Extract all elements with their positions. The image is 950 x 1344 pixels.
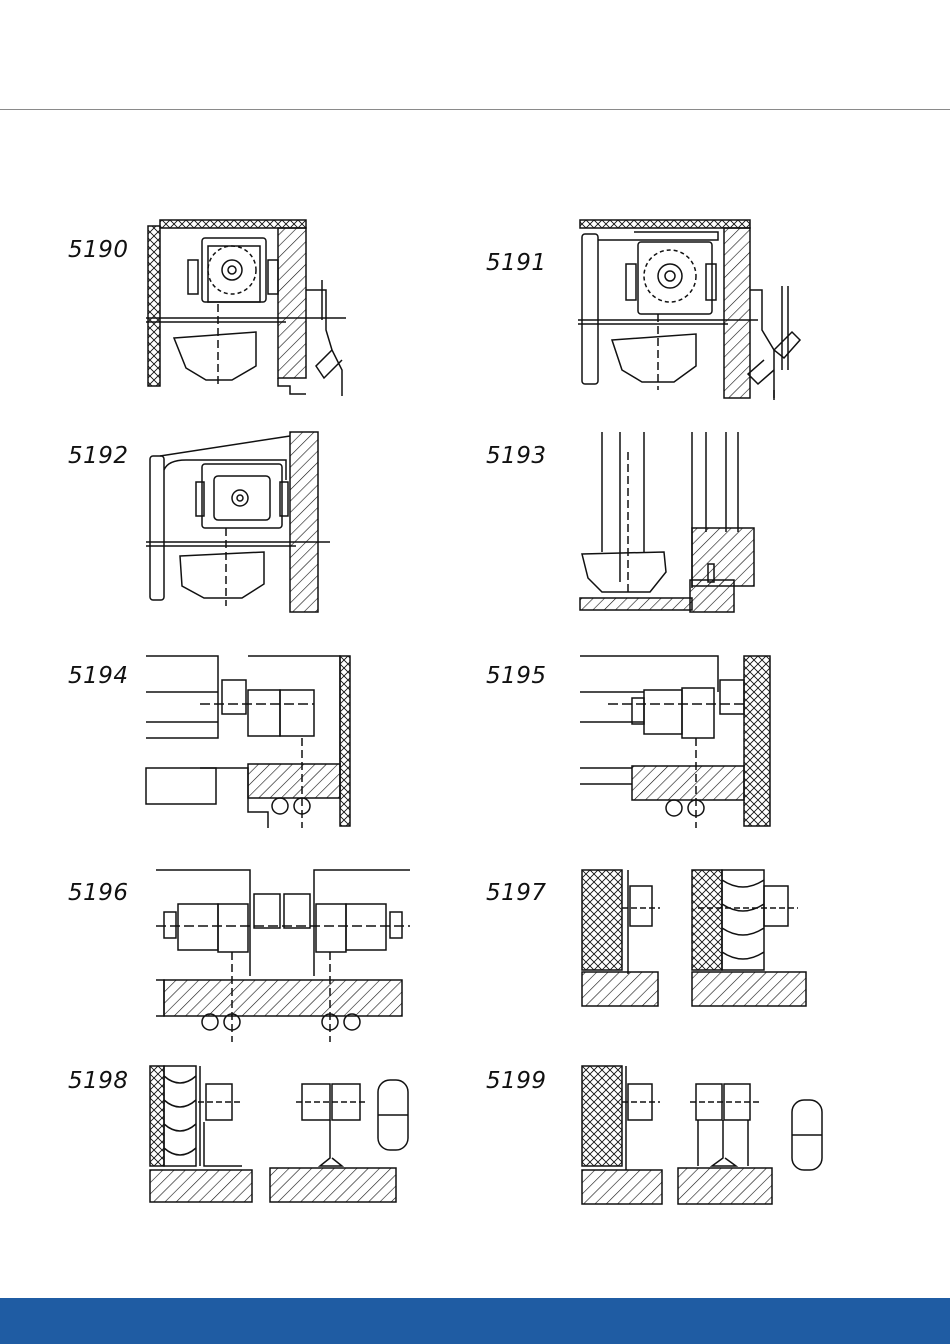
drawing-5191 bbox=[578, 220, 818, 402]
figure-code-5198: 5198 bbox=[68, 1068, 129, 1094]
figure-code-5196: 5196 bbox=[68, 880, 129, 906]
figure-code-5197: 5197 bbox=[486, 880, 547, 906]
drawing-5196 bbox=[154, 866, 412, 1042]
drawing-5198 bbox=[146, 1062, 418, 1206]
figure-code-5195: 5195 bbox=[486, 663, 547, 689]
drawing-5199 bbox=[578, 1062, 830, 1206]
drawing-5194 bbox=[144, 652, 354, 828]
drawing-5197 bbox=[578, 866, 810, 1010]
drawing-5195 bbox=[578, 652, 778, 828]
footer-bar bbox=[0, 1298, 950, 1344]
drawing-5190 bbox=[146, 220, 346, 402]
drawing-5193 bbox=[578, 432, 758, 614]
figure-code-5192: 5192 bbox=[68, 443, 129, 469]
figure-code-5199: 5199 bbox=[486, 1068, 547, 1094]
figure-code-5194: 5194 bbox=[68, 663, 129, 689]
figure-code-5190: 5190 bbox=[68, 237, 129, 263]
figure-code-5191: 5191 bbox=[486, 250, 547, 276]
drawing-5192 bbox=[146, 430, 330, 614]
figure-code-5193: 5193 bbox=[486, 443, 547, 469]
header-rule bbox=[0, 109, 950, 110]
